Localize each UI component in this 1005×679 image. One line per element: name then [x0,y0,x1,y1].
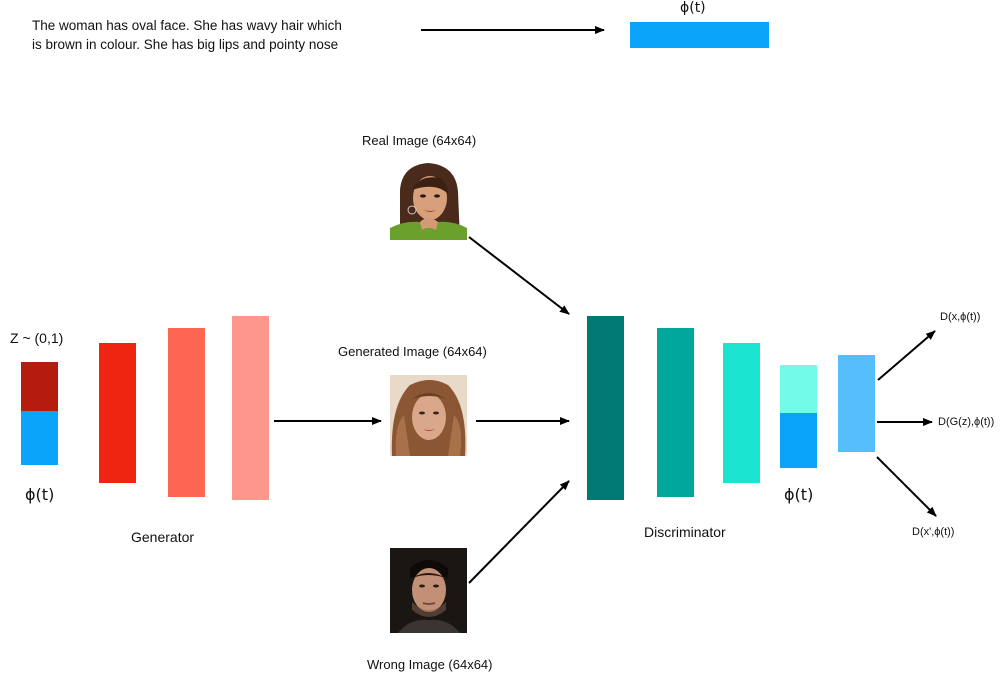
discriminator-concat-features [780,365,817,413]
noise-vector-block [21,362,58,411]
generated-face-image [390,375,467,456]
output-generated-label: D(G(z),ϕ(t)) [938,416,995,428]
noise-label: Z ~ (0,1) [10,330,64,346]
generated-image-label: Generated Image (64x64) [338,344,487,359]
generator-phi-label: ϕ(t) [25,485,55,504]
generator-layer-3 [232,316,269,500]
arrow-output-wrong [876,456,937,517]
discriminator-phi-label: ϕ(t) [784,485,814,504]
discriminator-layer-3 [723,343,760,483]
embedding-label: ϕ(t) [680,0,706,16]
discriminator-concat-embedding [780,413,817,468]
arrow-output-real [877,330,936,381]
description-line-1: The woman has oval face. She has wavy ha… [32,18,342,33]
generator-layer-2 [168,328,205,497]
generator-layer-1 [99,343,136,483]
discriminator-output-layer [838,355,875,452]
real-face-image [390,160,467,240]
arrow-real-to-discriminator [468,236,570,315]
discriminator-label: Discriminator [644,524,726,540]
wrong-face-image [390,548,467,633]
output-real-label: D(x,ϕ(t)) [940,311,981,323]
discriminator-layer-1 [587,316,624,500]
generator-label: Generator [131,529,195,545]
real-image-label: Real Image (64x64) [362,133,477,148]
text-description: The woman has oval face. She has wavy ha… [32,16,342,54]
text-embedding-block [21,411,58,465]
wrong-image-label: Wrong Image (64x64) [367,657,493,672]
arrow-wrong-to-discriminator [468,480,570,584]
discriminator-layer-2 [657,328,694,497]
description-line-2: is brown in colour. She has big lips and… [32,37,339,52]
text-embedding-bar [630,22,769,48]
output-wrong-label: D(x',ϕ(t)) [912,526,955,538]
